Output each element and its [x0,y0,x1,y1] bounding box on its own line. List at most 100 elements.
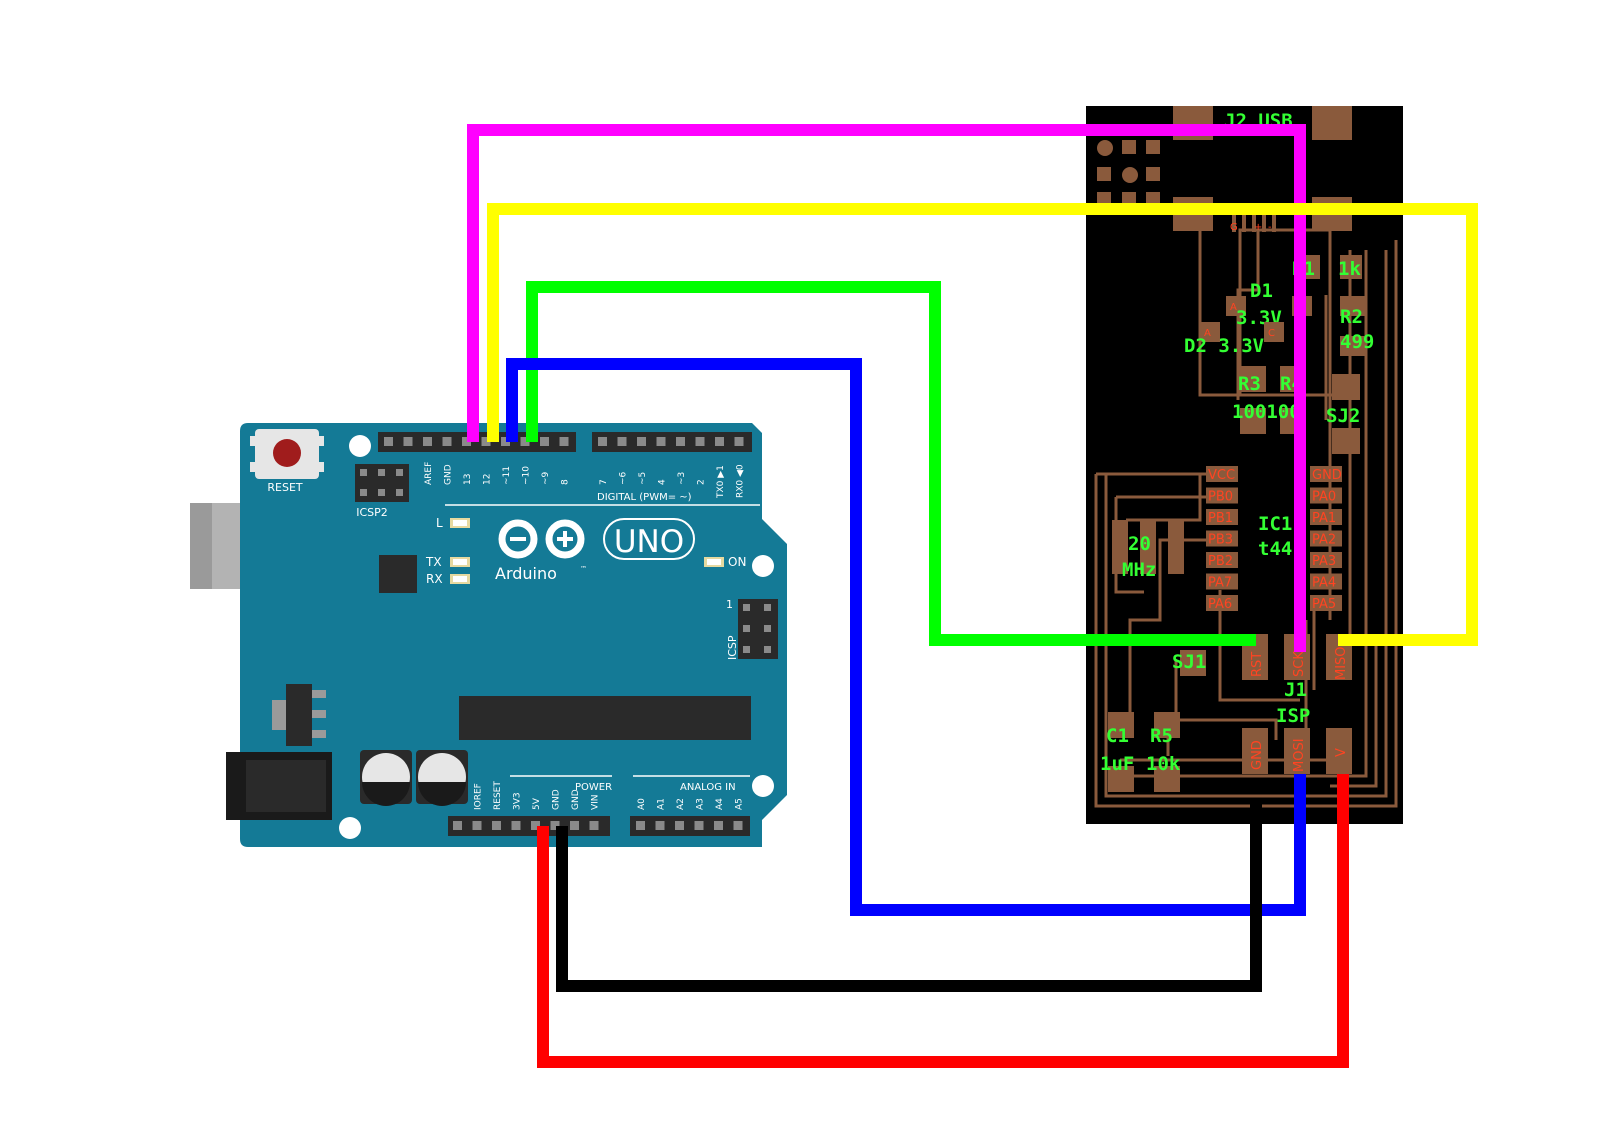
digital-pin-label: ~11 [502,466,512,485]
arduino-brand: Arduino [495,564,557,583]
digital-pin-label: 7 [599,479,609,485]
power-pin-label: IOREF [474,783,484,810]
header-socket [531,821,540,830]
ic1-pin-label: PA6 [1208,597,1232,612]
usb-mark: + [1254,222,1262,233]
digital-pin-label: RX0 ◀0 [736,464,746,498]
c1-pad [1108,712,1134,738]
arduino-logo [498,519,585,559]
isp-sck-label: SCK [1292,651,1307,677]
ic1-pad [1206,466,1238,482]
power-pin-label: GND [552,789,562,810]
uno-badge [603,518,695,560]
digital-pin-label: 4 [658,479,668,485]
wire-miso [487,203,1478,646]
ic1-pin-label: PA0 [1312,490,1336,505]
c1-label: C1 [1106,725,1129,747]
led-l-label: L [436,516,443,530]
analog-pin-label: A5 [735,798,745,810]
header-socket [675,821,684,830]
ic1-pin-label: PA7 [1208,576,1232,591]
ic1-value: t44 [1258,538,1292,560]
ic1-pad [1310,573,1342,590]
crystal-label: 20 [1128,533,1151,555]
ic1-pin-label: PB1 [1208,511,1233,526]
digital-header-right [592,432,752,452]
wire-sck [467,124,1306,652]
icsp-header [738,599,778,659]
ic1-pin-label: GND [1312,468,1342,483]
wire-reset [526,281,1256,646]
usb-mark: G [1230,222,1238,233]
j1-label: J1 [1284,679,1307,701]
isp-mosi-label: MOSI [1292,738,1307,772]
ic1-pin-label: PA1 [1312,511,1336,526]
analog-pin-label: A3 [696,798,706,810]
header-socket [570,821,579,830]
mounting-hole [349,435,371,457]
mounting-hole [752,555,774,577]
ic1-pin-label: PA3 [1312,554,1336,569]
header-socket [589,821,599,830]
crystal-value: MHz [1122,559,1156,581]
digital-pin-label: ~5 [638,472,648,485]
analog-label: ANALOG IN [680,782,736,793]
digital-pin-label: ~6 [619,471,629,485]
led-tx-label: TX [425,555,442,569]
jumper-wires [467,124,1478,1068]
r1-value: 1k [1338,258,1361,280]
uno-model: UNO [614,524,684,560]
digital-pin-label: TX0 ▶1 [716,465,726,499]
usb-mark: - [1268,222,1272,233]
r3-r4-value: 100100 [1232,401,1301,423]
ic1-pin-label: PA2 [1312,533,1336,548]
ic1-pad [1206,573,1238,590]
digital-pin-label: AREF [424,462,434,485]
digital-pin-label: 12 [483,474,493,485]
analog-pin-label: A0 [637,798,647,810]
r5-pad [1154,712,1180,738]
wire-mosi [506,358,1306,916]
voltage-regulator [272,684,326,746]
ic1-pad [1206,509,1238,525]
power-header [448,816,610,836]
crystal-pad [1168,520,1184,574]
r3-label: R3 [1238,373,1261,395]
ic1-pin-label: PA4 [1312,576,1336,591]
capacitor [360,750,412,806]
digital-pin-label: 2 [697,479,707,485]
d2-pad [1200,322,1220,342]
isp-rst-label: RST [1250,652,1265,677]
digital-pin-label: GND [444,464,454,485]
capacitor [416,750,468,806]
trademark: ™ [580,565,587,573]
d1-pad [1226,296,1246,316]
r3-pad [1240,366,1266,392]
sj2-label: SJ2 [1326,405,1360,427]
header-socket [655,821,665,830]
arduino-pcb [240,423,787,847]
isp-label: ISP [1276,705,1310,727]
ic1-pad [1206,552,1238,568]
r5-pad [1154,766,1180,792]
icsp-pin1-label: 1 [726,598,733,611]
digital-pin-label: 13 [463,474,473,485]
ic1-pin-label: PB2 [1208,554,1233,569]
atmega-chip [459,696,751,740]
d2-anode-mark: A [1204,328,1211,339]
digital-pin-label: ~10 [522,466,532,485]
ic1-label: IC1 [1258,513,1292,535]
sj1-pad [1180,650,1206,676]
c1-pad [1108,766,1134,792]
isp-gnd-label: GND [1250,740,1265,770]
header-socket [511,821,521,830]
r1-pad [1340,255,1362,279]
header-socket [472,821,482,830]
ic1-pad [1206,530,1238,547]
crystal-pad [1140,520,1156,574]
usb-chip [379,555,417,593]
